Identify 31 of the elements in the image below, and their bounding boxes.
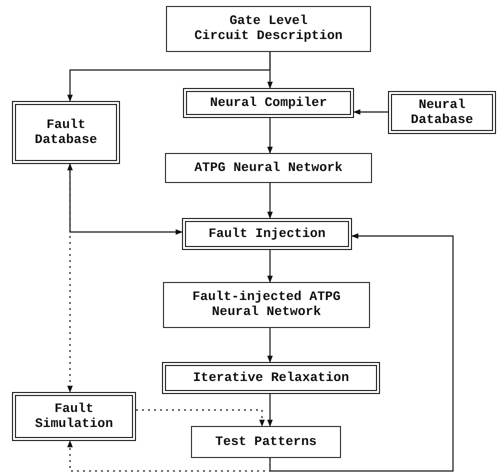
arrow bbox=[267, 250, 273, 283]
box-label: Gate Level Circuit Description bbox=[193, 14, 344, 44]
arrow bbox=[67, 163, 73, 393]
process-box bbox=[12, 101, 120, 164]
box-label: Test Patterns bbox=[215, 434, 317, 450]
box-label: Fault-injected ATPG Neural Network bbox=[191, 290, 342, 320]
arrow bbox=[267, 394, 273, 427]
box-label: Fault Simulation bbox=[34, 402, 114, 432]
box-label: Fault Injection bbox=[208, 226, 326, 242]
arrow bbox=[267, 183, 273, 219]
arrow bbox=[67, 440, 271, 472]
process-box bbox=[12, 392, 136, 441]
process-box bbox=[191, 426, 341, 458]
arrow bbox=[267, 118, 273, 154]
box-label: Fault Database bbox=[34, 118, 98, 148]
process-box bbox=[162, 362, 380, 394]
process-box bbox=[388, 91, 496, 134]
arrow bbox=[67, 52, 271, 102]
box-label: Neural Compiler bbox=[210, 96, 328, 110]
box-label: Iterative Relaxation bbox=[192, 370, 350, 386]
process-box bbox=[182, 218, 352, 250]
process-box bbox=[166, 6, 371, 52]
arrow bbox=[269, 233, 454, 472]
process-box bbox=[165, 153, 372, 183]
arrow bbox=[267, 328, 273, 363]
box-label: Neural Database bbox=[410, 98, 474, 128]
arrow bbox=[136, 409, 265, 427]
arrow bbox=[353, 109, 388, 115]
process-box bbox=[163, 282, 370, 328]
box-label: ATPG Neural Network bbox=[194, 160, 343, 176]
process-box bbox=[183, 88, 354, 118]
